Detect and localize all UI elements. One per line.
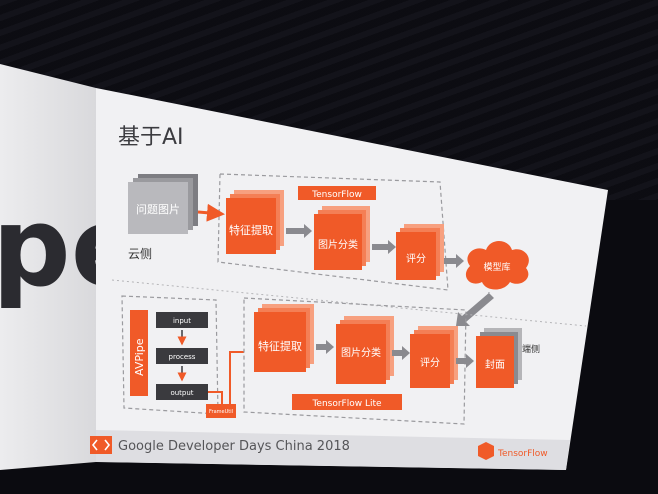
google-developers-logo <box>90 436 112 454</box>
tensorflow-logo: TensorFlow <box>478 442 548 460</box>
cloud-device-divider <box>111 279 587 327</box>
device-arrow-3 <box>456 354 474 368</box>
input-image-label: 问题图片 <box>136 203 180 216</box>
cloud-step-feature-extraction: 特征提取 <box>226 190 284 254</box>
model-store-cloud: 模型库 <box>465 241 529 290</box>
device-tensorflow-lite-badge <box>292 394 402 410</box>
device-step-image-classify: 图片分类 <box>336 316 394 384</box>
device-step-feature-extraction: 特征提取 <box>254 304 314 372</box>
frameutil-box <box>206 404 236 418</box>
cloud-step-score: 评分 <box>396 224 444 280</box>
cloud-side-label: 云侧 <box>128 247 152 261</box>
backdrop-panel <box>0 64 96 470</box>
cloud-arrow-2 <box>372 240 396 254</box>
avpipe-label: AVPipe <box>133 338 146 376</box>
cloud-step-3-label: 评分 <box>406 253 426 265</box>
cover-output-label: 封面 <box>485 358 505 371</box>
frameutil-label: FrameUtil <box>209 409 233 415</box>
footer-band <box>96 430 570 470</box>
pipeline-process-label: process <box>169 353 196 361</box>
avpipe-dashed-container <box>121 295 219 415</box>
cloud-arrow-3 <box>444 254 464 268</box>
slide-title: 基于AI <box>118 125 184 150</box>
device-step-3-label: 评分 <box>420 357 440 369</box>
device-dashed-container <box>243 297 467 425</box>
frameutil-connector <box>208 351 244 404</box>
device-arrow-2 <box>392 346 410 360</box>
cover-output-stack: 封面 <box>476 328 522 388</box>
device-side-label: 端侧 <box>522 343 540 355</box>
footer-event-name: Google Developer Days China 2018 <box>118 439 350 454</box>
device-step-1-label: 特征提取 <box>258 339 302 353</box>
device-step-2-label: 图片分类 <box>341 346 381 359</box>
cloud-step-image-classify: 图片分类 <box>314 206 370 270</box>
device-tensorflow-lite-label: TensorFlow Lite <box>311 399 382 409</box>
avpipe-bar <box>130 310 148 396</box>
pipeline-process-box <box>156 348 208 364</box>
cloud-tensorflow-badge <box>298 186 376 200</box>
pipeline-output-box <box>156 384 208 400</box>
cloud-step-2-label: 图片分类 <box>318 238 358 251</box>
model-store-label: 模型库 <box>483 261 510 273</box>
cloud-arrow-1 <box>286 224 312 238</box>
device-step-score: 评分 <box>410 326 458 388</box>
input-arrow <box>197 203 225 222</box>
tensorflow-logo-text: TensorFlow <box>497 449 548 459</box>
device-arrow-1 <box>316 340 334 354</box>
pipeline-output-label: output <box>170 389 193 397</box>
cloud-dashed-container <box>217 173 449 291</box>
input-image-stack: 问题图片 <box>128 174 198 234</box>
pipeline-input-label: input <box>173 317 191 325</box>
cloud-tensorflow-label: TensorFlow <box>311 190 362 200</box>
model-store-down-arrow <box>456 292 494 326</box>
cloud-step-1-label: 特征提取 <box>229 223 273 237</box>
pipeline-input-box <box>156 312 208 328</box>
